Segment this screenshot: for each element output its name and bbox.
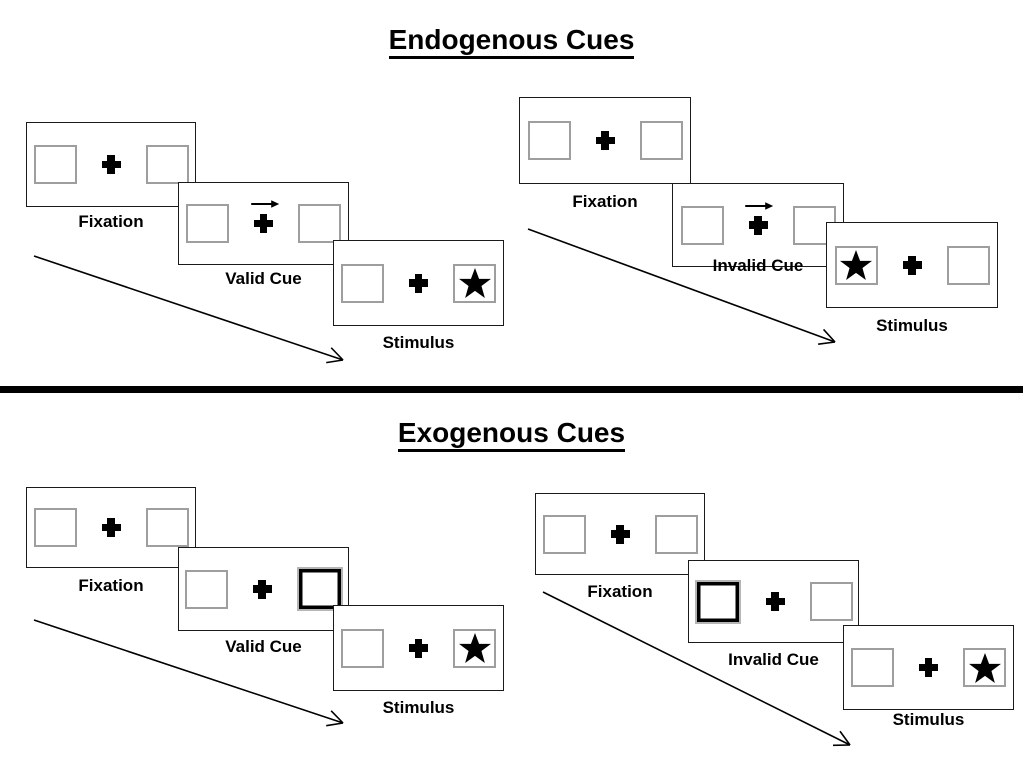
- plus-cross-icon: [595, 130, 616, 151]
- fixation-center-stack: [101, 517, 122, 538]
- frame-label-endogenous-valid-2: Stimulus: [382, 333, 455, 352]
- trial-frame-exogenous-valid-fixation: [26, 487, 196, 568]
- trial-frame-endogenous-invalid-invalid-cue: [672, 183, 844, 267]
- fixation-center-stack: [902, 255, 923, 276]
- star-icon: [458, 633, 491, 663]
- section-title-endogenous: Endogenous Cues: [0, 24, 1023, 59]
- plus-cross-icon: [101, 154, 122, 175]
- placeholder-box-right: [453, 628, 496, 668]
- frame-label-exogenous-invalid-1: Invalid Cue: [728, 650, 819, 669]
- frame-label-exogenous-valid-0: Fixation: [78, 576, 144, 595]
- fixation-center-stack: [250, 200, 279, 234]
- frame-content: [520, 98, 690, 183]
- placeholder-box-right: [946, 245, 990, 285]
- frame-label-exogenous-valid-1: Valid Cue: [225, 637, 302, 656]
- trial-frame-exogenous-valid-stimulus: [333, 605, 504, 691]
- frame-content: [179, 183, 348, 264]
- section-title-exogenous-text: Exogenous Cues: [397, 417, 626, 452]
- star-icon: [458, 268, 491, 298]
- frame-label-endogenous-invalid-1: Invalid Cue: [712, 256, 804, 275]
- frame-label-exogenous-valid-2: Stimulus: [382, 698, 455, 717]
- plus-cross-icon: [408, 638, 429, 659]
- placeholder-box-right: [809, 582, 853, 621]
- fixation-center-stack: [101, 154, 122, 175]
- trial-frame-exogenous-invalid-stimulus: [843, 625, 1014, 710]
- placeholder-box-left: [542, 514, 586, 554]
- frame-content: [689, 561, 858, 642]
- trial-frame-endogenous-valid-fixation: [26, 122, 196, 207]
- trial-frame-exogenous-invalid-fixation: [535, 493, 705, 575]
- placeholder-box-left: [186, 204, 229, 243]
- frame-label-exogenous-invalid-0: Fixation: [587, 582, 653, 601]
- placeholder-box-left: [680, 205, 724, 245]
- fixation-center-stack: [252, 579, 273, 600]
- placeholder-box-right: [963, 648, 1006, 687]
- trial-frame-endogenous-invalid-fixation: [519, 97, 691, 184]
- plus-cross-icon: [101, 517, 122, 538]
- frame-content: [27, 488, 195, 567]
- trial-frame-endogenous-invalid-stimulus: [826, 222, 998, 308]
- frame-content: [827, 223, 997, 307]
- placeholder-box-left: [341, 628, 384, 668]
- fixation-center-stack: [745, 201, 774, 236]
- placeholder-box-left: [341, 263, 384, 303]
- plus-cross-icon: [408, 273, 429, 294]
- plus-cross-icon: [765, 591, 786, 612]
- section-divider: [0, 386, 1023, 393]
- plus-cross-icon: [918, 657, 939, 678]
- cued-placeholder-left: [694, 579, 741, 624]
- arrow-right-icon: [250, 200, 279, 208]
- frame-label-endogenous-invalid-2: Stimulus: [876, 316, 948, 335]
- fixation-center-stack: [408, 638, 429, 659]
- trial-frame-exogenous-valid-valid-cue: [178, 547, 349, 631]
- placeholder-box-left: [33, 145, 77, 184]
- placeholder-box-right: [453, 263, 496, 303]
- frame-label-endogenous-valid-0: Fixation: [78, 212, 144, 231]
- frame-label-endogenous-valid-1: Valid Cue: [225, 269, 302, 288]
- frame-content: [27, 123, 195, 206]
- frame-label-endogenous-invalid-0: Fixation: [572, 192, 638, 211]
- arrow-right-icon: [745, 201, 774, 210]
- frame-content: [673, 184, 843, 266]
- placeholder-box-right: [145, 145, 189, 184]
- plus-cross-icon: [748, 215, 769, 236]
- frame-content: [179, 548, 348, 630]
- cued-placeholder-right: [296, 567, 343, 611]
- placeholder-box-right: [639, 121, 683, 160]
- placeholder-box-right: [654, 514, 698, 554]
- trial-frame-endogenous-valid-valid-cue: [178, 182, 349, 265]
- trial-frame-endogenous-valid-stimulus: [333, 240, 504, 326]
- trial-frame-exogenous-invalid-invalid-cue: [688, 560, 859, 643]
- fixation-center-stack: [408, 273, 429, 294]
- fixation-center-stack: [610, 524, 631, 545]
- star-icon: [840, 250, 872, 280]
- frame-content: [334, 241, 503, 325]
- fixation-center-stack: [765, 591, 786, 612]
- plus-cross-icon: [252, 579, 273, 600]
- placeholder-box-left: [33, 508, 77, 547]
- frame-content: [536, 494, 704, 574]
- plus-cross-icon: [902, 255, 923, 276]
- fixation-center-stack: [595, 130, 616, 151]
- star-icon: [968, 652, 1001, 683]
- plus-cross-icon: [253, 213, 274, 234]
- fixation-center-stack: [918, 657, 939, 678]
- plus-cross-icon: [610, 524, 631, 545]
- frame-label-exogenous-invalid-2: Stimulus: [892, 710, 965, 729]
- section-title-endogenous-text: Endogenous Cues: [388, 24, 635, 59]
- placeholder-box-left: [527, 121, 571, 160]
- placeholder-box-right: [145, 508, 189, 547]
- frame-content: [844, 626, 1013, 709]
- placeholder-box-left: [184, 569, 228, 609]
- placeholder-box-right: [298, 204, 341, 243]
- placeholder-box-left: [834, 245, 878, 285]
- placeholder-box-left: [851, 648, 894, 687]
- section-title-exogenous: Exogenous Cues: [0, 417, 1023, 452]
- frame-content: [334, 606, 503, 690]
